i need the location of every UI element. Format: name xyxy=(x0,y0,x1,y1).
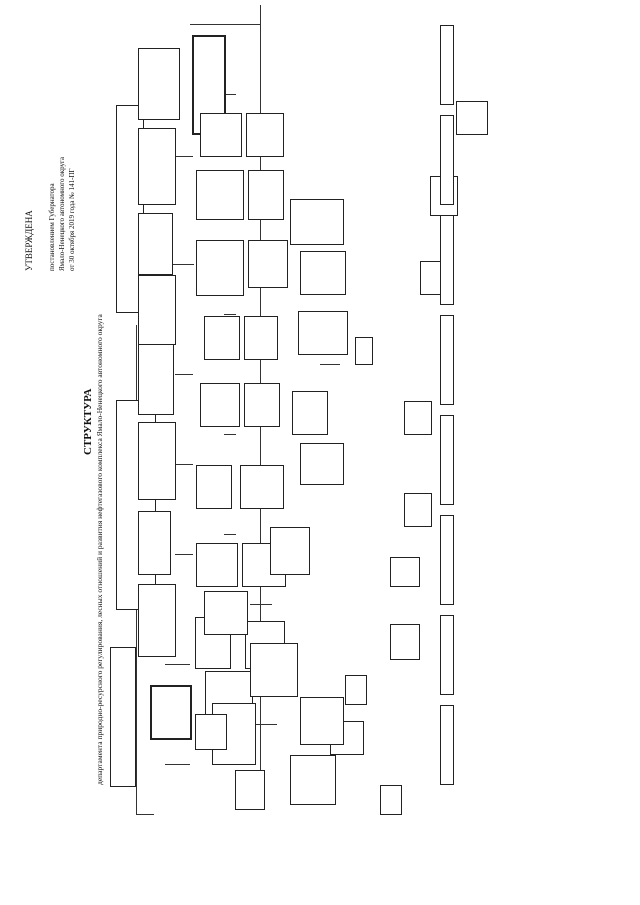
subunit-box xyxy=(235,770,265,810)
subunit-box xyxy=(200,383,240,427)
subunit-box xyxy=(246,113,284,157)
connector-line xyxy=(224,314,236,315)
subunit-box xyxy=(390,624,420,660)
connector-line xyxy=(190,24,260,25)
subunit-box xyxy=(196,240,244,296)
chart-title: СТРУКТУРА xyxy=(82,388,94,455)
connector-line xyxy=(175,464,193,465)
connector-line xyxy=(224,434,236,435)
subunit-box xyxy=(290,755,336,805)
subunit-box xyxy=(248,170,284,220)
subunit-box xyxy=(440,515,454,605)
approval-stamp: УТВЕРЖДЕНА xyxy=(24,210,34,271)
subunit-box xyxy=(250,643,298,697)
department-box xyxy=(150,685,192,740)
subunit-box xyxy=(440,115,454,205)
subunit-box xyxy=(380,785,402,815)
connector-line xyxy=(175,156,193,157)
connector-line xyxy=(136,814,154,815)
department-box xyxy=(138,584,176,657)
department-box xyxy=(138,511,171,575)
department-box xyxy=(138,422,176,500)
subunit-box xyxy=(196,543,238,587)
chart-subtitle: департамента природно-ресурсного регулир… xyxy=(95,314,104,785)
decree-line-1: постановлением Губернатора xyxy=(48,183,56,271)
connector-line xyxy=(320,364,340,365)
subunit-box xyxy=(248,240,288,288)
subunit-box xyxy=(355,337,373,365)
subunit-box xyxy=(456,101,488,135)
subunit-box xyxy=(390,557,420,587)
department-box xyxy=(138,213,173,275)
subunit-box xyxy=(204,591,248,635)
subunit-box xyxy=(440,415,454,505)
subunit-box xyxy=(440,705,454,785)
connector-line xyxy=(175,374,193,375)
subunit-box xyxy=(196,170,244,220)
connector-line xyxy=(172,264,194,265)
deputy-head-box xyxy=(110,647,136,787)
subunit-box xyxy=(200,113,242,157)
subunit-box xyxy=(270,527,310,575)
subunit-box xyxy=(440,615,454,695)
department-box xyxy=(138,343,174,415)
subunit-box xyxy=(440,315,454,405)
subunit-box xyxy=(404,493,432,527)
subunit-box xyxy=(204,316,240,360)
department-box xyxy=(138,48,180,120)
connector-line xyxy=(165,764,190,765)
subunit-box xyxy=(440,215,454,305)
subunit-box xyxy=(196,465,232,509)
decree-line-2: Ямало-Ненецкого автономного округа xyxy=(58,156,66,271)
connector-line xyxy=(224,534,236,535)
subunit-box xyxy=(244,383,280,427)
subunit-box xyxy=(404,401,432,435)
subunit-box xyxy=(292,391,328,435)
subunit-box xyxy=(345,675,367,705)
subunit-box xyxy=(300,443,344,485)
connector-line xyxy=(250,604,272,605)
subunit-box xyxy=(300,697,344,745)
subunit-box xyxy=(195,714,227,750)
department-box xyxy=(138,275,176,345)
subunit-box xyxy=(290,199,344,245)
decree-line-3: от 30 октября 2019 года № 141-ПГ xyxy=(68,168,76,271)
department-box xyxy=(138,128,176,205)
subunit-box xyxy=(440,25,454,105)
connector-line xyxy=(175,554,193,555)
subunit-box xyxy=(240,465,284,509)
connector-line xyxy=(255,724,277,725)
connector-line xyxy=(165,664,190,665)
subunit-box xyxy=(244,316,278,360)
subunit-box xyxy=(300,251,346,295)
subunit-box xyxy=(298,311,348,355)
